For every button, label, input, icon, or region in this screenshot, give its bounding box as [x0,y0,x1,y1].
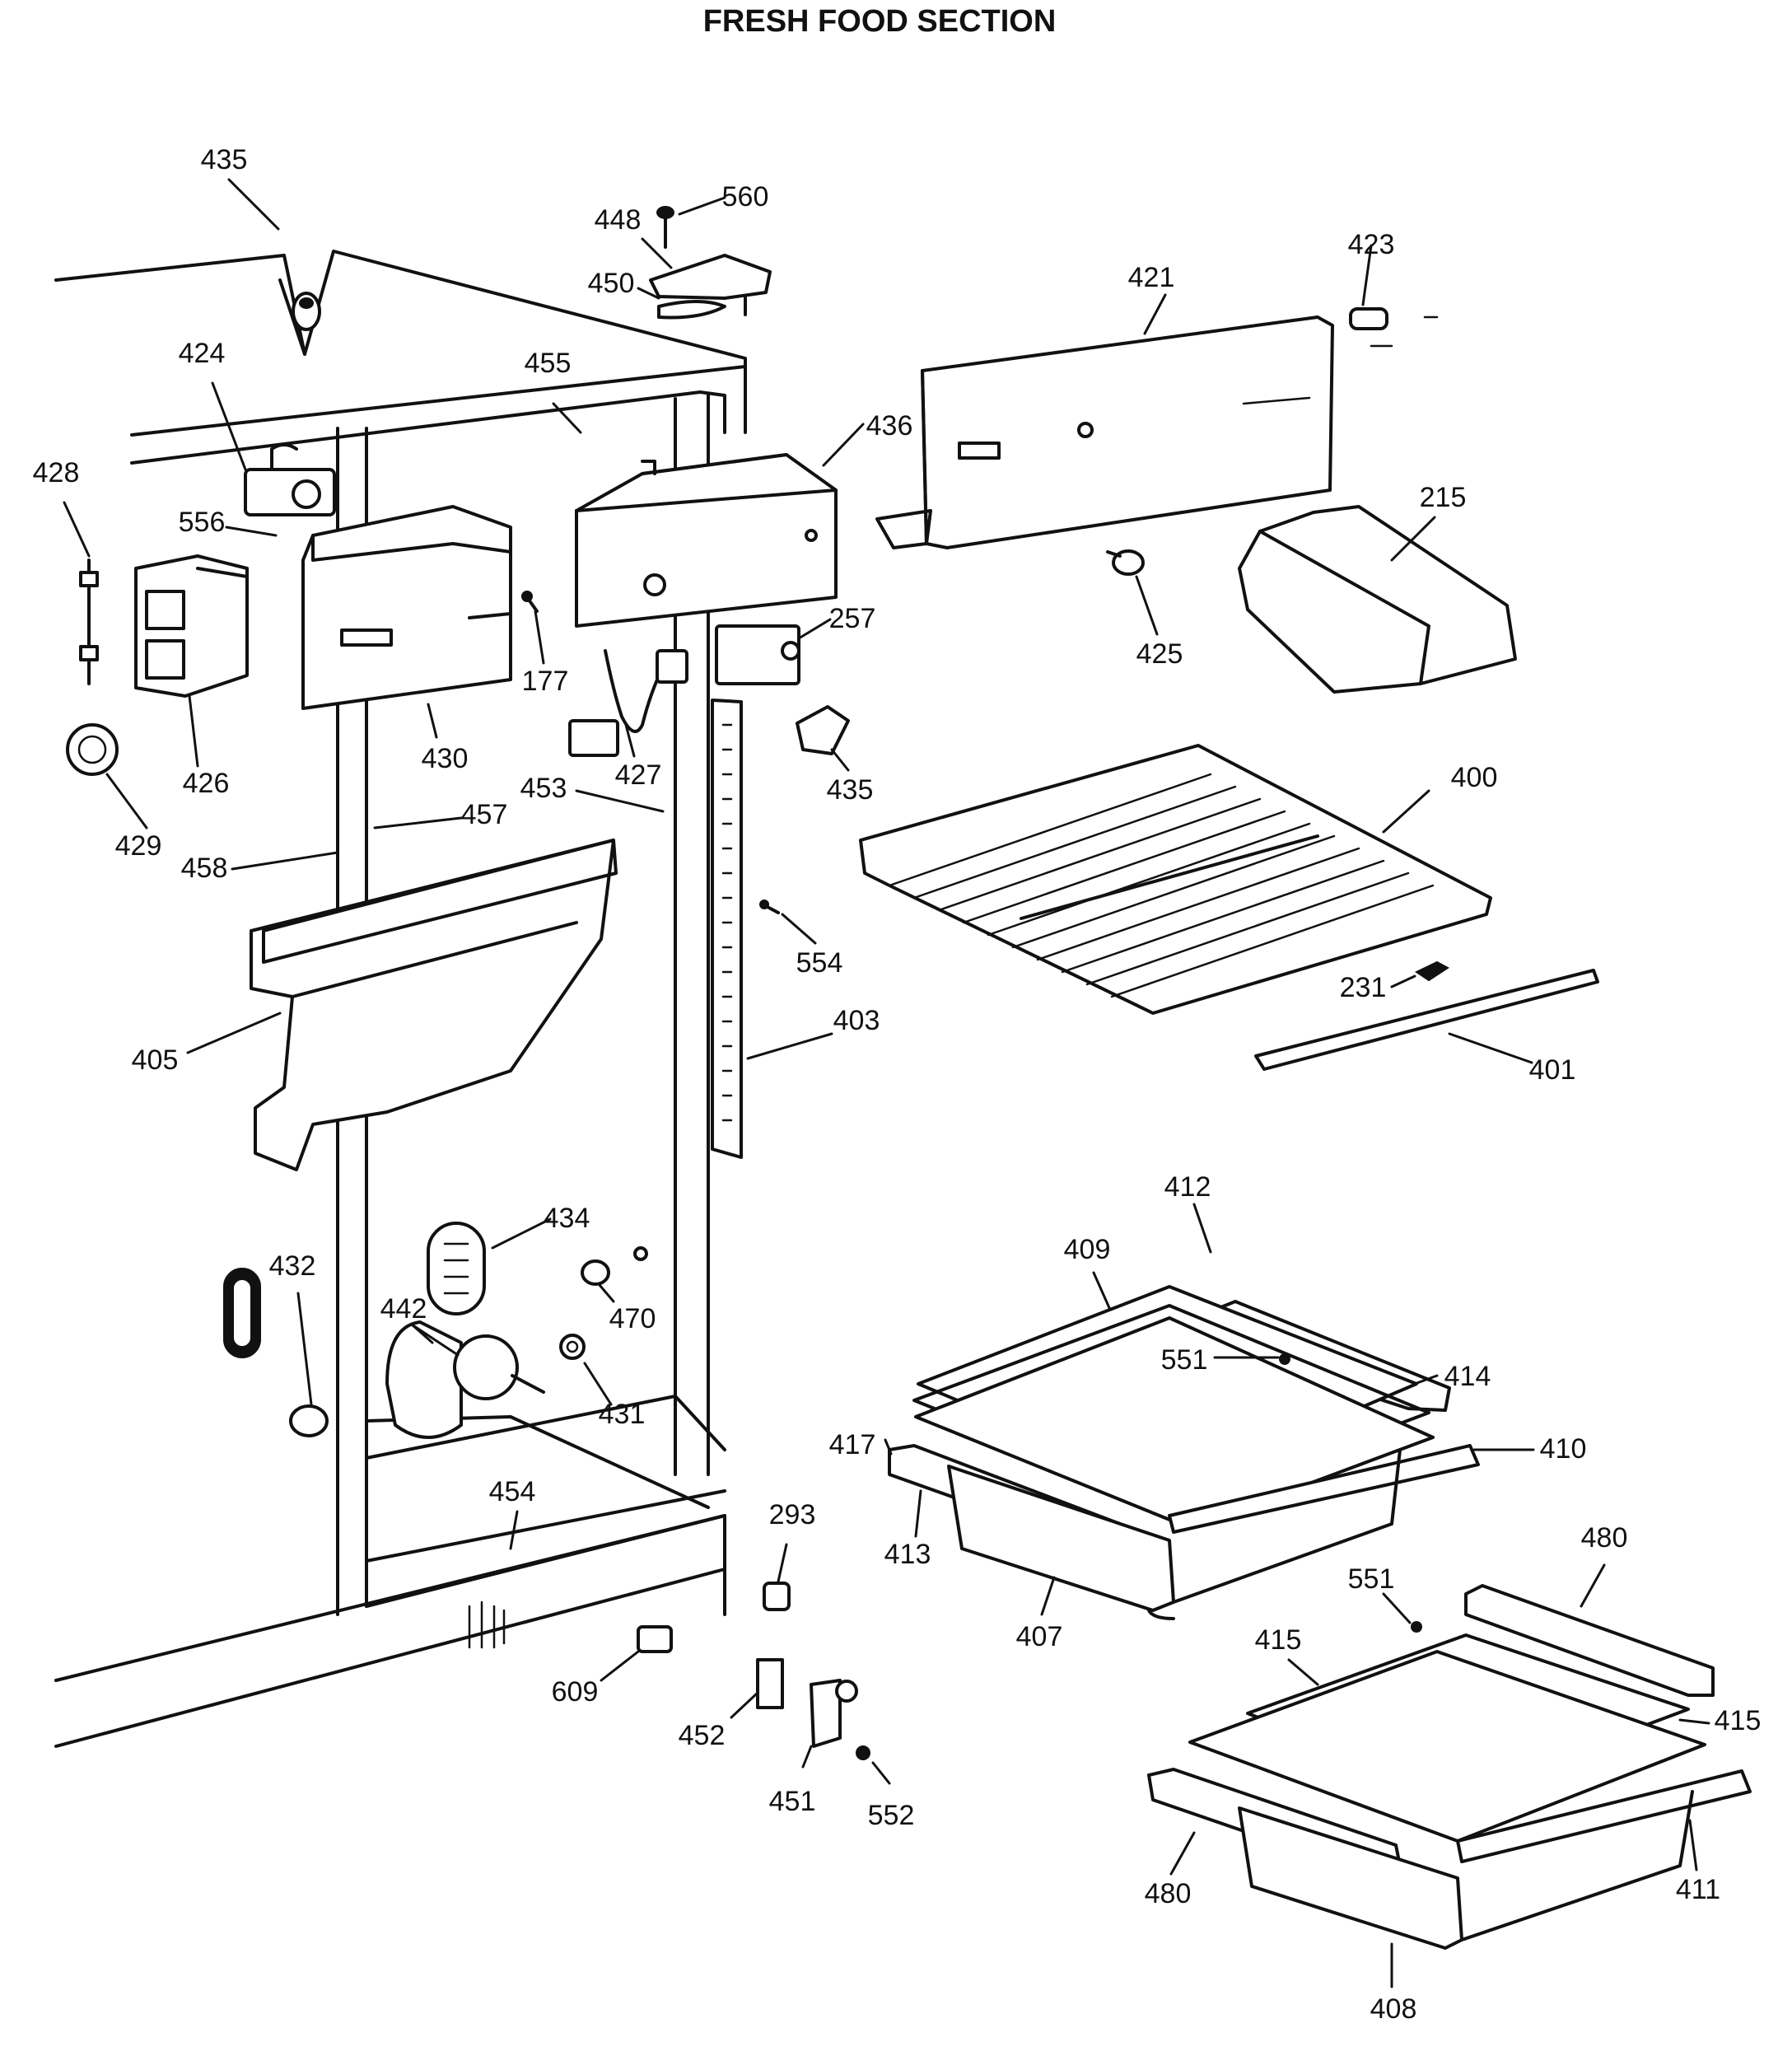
label-432: 432 [269,1250,316,1282]
part-551-screw-lower [1411,1621,1422,1633]
label-411: 411 [1676,1874,1720,1905]
label-177: 177 [522,666,569,697]
label-428: 428 [33,457,80,488]
label-415-lower: 415 [1715,1705,1762,1736]
part-423-knob [1349,307,1439,348]
label-452: 452 [679,1720,726,1751]
label-408: 408 [1370,1993,1417,2025]
label-551-upper: 551 [1161,1344,1208,1376]
part-436-duct-housing [575,453,838,628]
part-405-duct [250,839,618,1171]
part-470-plug [581,1246,648,1286]
label-414: 414 [1444,1361,1491,1392]
label-480-lower: 480 [1145,1878,1192,1909]
label-405: 405 [132,1044,179,1076]
label-470: 470 [609,1303,656,1334]
label-413: 413 [884,1539,931,1570]
label-455: 455 [525,348,572,379]
label-556: 556 [179,507,226,538]
part-400-wire-shelf [859,744,1492,1015]
label-442: 442 [380,1293,427,1325]
part-435-top [278,278,321,356]
part-403-ladder [711,699,743,1159]
part-425-lamp [1106,549,1145,576]
label-407: 407 [1016,1621,1063,1652]
label-430: 430 [422,743,469,774]
label-257: 257 [829,603,876,634]
label-457: 457 [461,799,508,830]
label-427: 427 [615,759,662,791]
part-451-bracket [810,1679,858,1748]
part-609-clip [637,1625,673,1653]
label-425: 425 [1136,638,1183,670]
part-257-timer [715,624,800,685]
label-435: 435 [201,144,248,175]
label-551-lower: 551 [1348,1563,1395,1595]
label-448: 448 [595,204,642,236]
label-436: 436 [866,410,913,442]
label-400: 400 [1451,762,1498,793]
part-428-sensor [79,558,99,685]
label-231: 231 [1340,972,1387,1003]
part-424-switch [244,443,336,516]
part-231-clip [1414,960,1449,982]
label-410: 410 [1540,1433,1587,1465]
label-450: 450 [588,268,635,299]
part-434-light-shield [427,1222,486,1315]
label-560: 560 [722,181,769,213]
label-552: 552 [868,1800,915,1831]
label-424: 424 [179,338,226,369]
diagram-title: FRESH FOOD SECTION [703,4,1057,39]
part-426-vent [134,554,249,698]
part-293-bumper [763,1582,791,1611]
part-215-bin [1238,505,1517,694]
part-442-control [385,1320,545,1439]
label-609: 609 [552,1676,599,1708]
part-401-trim [1254,969,1599,1071]
leader-lines [63,178,1710,1988]
label-409: 409 [1064,1234,1111,1265]
part-554-screw [759,900,780,914]
part-552-screw [856,1745,870,1760]
label-401: 401 [1529,1054,1576,1086]
label-480-upper: 480 [1581,1522,1628,1554]
label-423: 423 [1348,229,1395,260]
label-403: 403 [833,1005,880,1036]
part-551-screw-upper [1279,1353,1290,1365]
label-454: 454 [489,1476,536,1507]
part-421-control-panel [875,315,1334,549]
lower-crisper-assembly [1147,1584,1752,1950]
label-554: 554 [796,947,843,979]
part-430-control-housing [301,505,512,710]
label-426: 426 [183,768,230,799]
part-177-screw [521,591,539,613]
part-435-socket [796,705,850,755]
label-415-upper: 415 [1255,1624,1302,1656]
callout-labels: 435 560 448 450 423 421 424 455 436 428 … [33,144,1762,2025]
label-412: 412 [1164,1171,1211,1203]
label-451: 451 [769,1786,816,1817]
label-215: 215 [1420,482,1467,513]
part-452-plate [756,1658,784,1709]
part-429-shroud [66,723,119,776]
label-421: 421 [1128,262,1175,293]
label-417: 417 [829,1429,876,1460]
label-453: 453 [520,773,567,804]
part-448-hinge-cover [649,206,772,320]
part-431-bushing [559,1334,586,1360]
label-435b: 435 [827,774,874,806]
label-431: 431 [599,1399,646,1430]
label-434: 434 [544,1203,590,1234]
part-427-harness [568,649,688,757]
part-432-switch [223,1268,329,1437]
label-429: 429 [115,830,162,862]
label-293: 293 [769,1499,816,1530]
upper-crisper-assembly [888,1285,1480,1620]
label-458: 458 [181,853,228,884]
